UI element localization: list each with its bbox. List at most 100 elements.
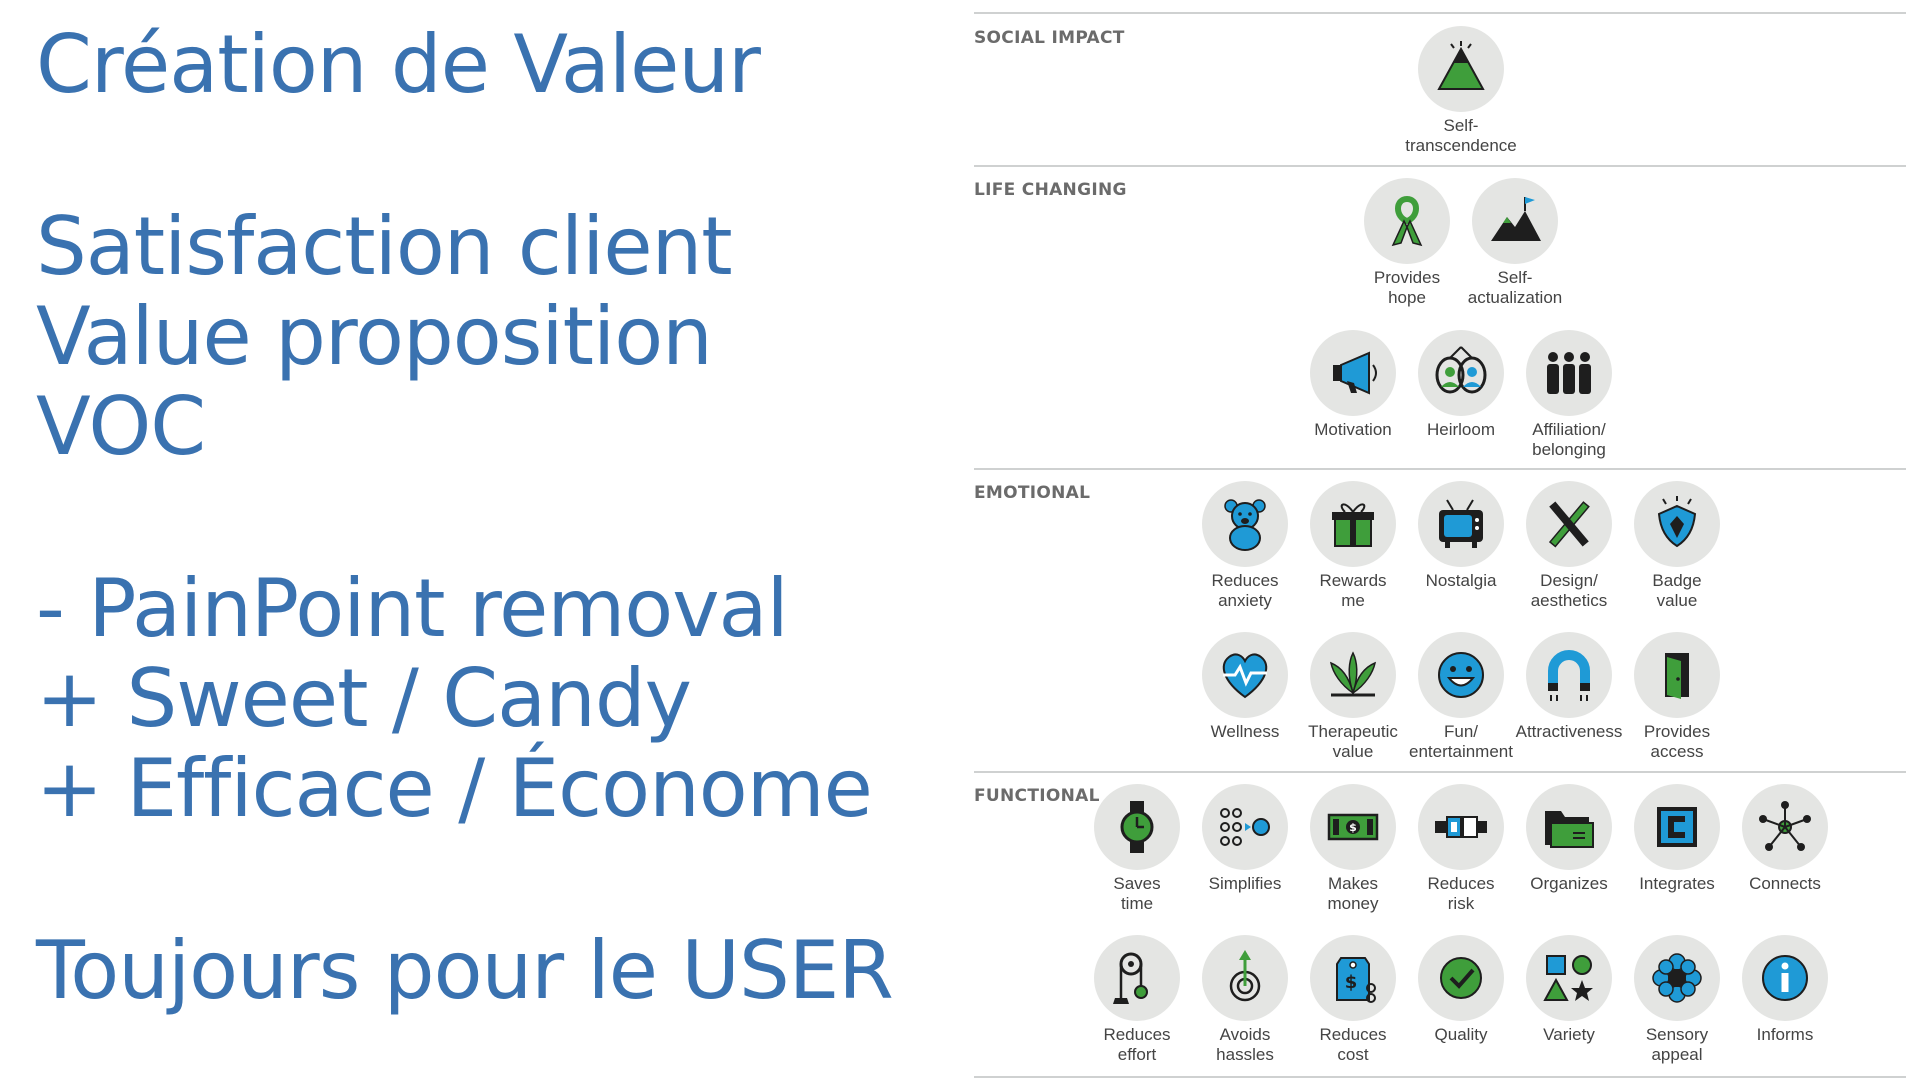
level-label: LIFE CHANGING [974, 180, 1127, 200]
value-element-label: Simplifies [1208, 874, 1282, 893]
svg-text:$: $ [1349, 821, 1357, 834]
heart-pulse-icon [1202, 632, 1288, 718]
value-element: Saves time [1062, 784, 1212, 914]
retro-tv-icon [1418, 481, 1504, 567]
text-line: Satisfaction client [36, 200, 733, 293]
bullet-line: - PainPoint removal [36, 562, 789, 655]
value-element: Nostalgia [1386, 481, 1536, 591]
level-label: SOCIAL IMPACT [974, 28, 1125, 48]
value-element-label: Sensory appeal [1645, 1025, 1709, 1064]
value-element: Quality [1386, 935, 1536, 1045]
pulley-icon [1094, 935, 1180, 1021]
teddy-bear-icon [1202, 481, 1288, 567]
gift-box-icon [1310, 481, 1396, 567]
value-element: Design/ aesthetics [1494, 481, 1644, 611]
value-element-label: Makes money [1327, 874, 1379, 913]
value-element: Attractiveness [1494, 632, 1644, 742]
level-divider [974, 165, 1906, 167]
text-line: Value proposition [36, 290, 713, 383]
value-element-label: Provides access [1643, 722, 1711, 761]
picture-frames-icon [1418, 330, 1504, 416]
value-element-label: Saves time [1113, 874, 1161, 913]
value-element-label: Affiliation/ belonging [1532, 420, 1606, 459]
value-element: Wellness [1170, 632, 1320, 742]
value-element-label: Reduces effort [1103, 1025, 1171, 1064]
value-element: Sensory appeal [1602, 935, 1752, 1065]
value-element: Informs [1710, 935, 1860, 1045]
ribbon-icon [1364, 178, 1450, 264]
smiley-face-icon [1418, 632, 1504, 718]
level-label: FUNCTIONAL [974, 786, 1100, 806]
open-door-icon [1634, 632, 1720, 718]
magnet-icon [1526, 632, 1612, 718]
price-tag-scissors-icon: $ [1310, 935, 1396, 1021]
value-element: Self- actualization [1440, 178, 1590, 308]
mountain-peak-icon [1418, 26, 1504, 112]
value-element: Heirloom [1386, 330, 1536, 440]
seatbelt-buckle-icon [1418, 784, 1504, 870]
value-element-label: Nostalgia [1425, 571, 1497, 590]
value-element: Integrates [1602, 784, 1752, 894]
value-element-label: Provides hope [1373, 268, 1441, 307]
value-element: Reduces risk [1386, 784, 1536, 914]
level-label: EMOTIONAL [974, 483, 1091, 503]
puzzle-c-icon [1634, 784, 1720, 870]
value-element: Therapeutic value [1278, 632, 1428, 762]
value-element: Provides hope [1332, 178, 1482, 308]
bullet-line: + Efficace / Économe [36, 742, 873, 835]
value-element-label: Design/ aesthetics [1530, 571, 1608, 610]
megaphone-icon [1310, 330, 1396, 416]
text-line: VOC [36, 380, 206, 473]
value-element-label: Motivation [1314, 420, 1392, 439]
value-element: Avoids hassles [1170, 935, 1320, 1065]
value-element: Simplifies [1170, 784, 1320, 894]
banknote-icon: $ [1310, 784, 1396, 870]
wristwatch-icon [1094, 784, 1180, 870]
dots-grid-icon [1202, 784, 1288, 870]
bullet-line: + Sweet / Candy [36, 652, 692, 745]
value-element-label: Variety [1543, 1025, 1595, 1044]
group-people-icon [1526, 330, 1612, 416]
value-element: $ Reduces cost [1278, 935, 1428, 1065]
value-element-label: Attractiveness [1515, 722, 1623, 741]
value-element-label: Quality [1434, 1025, 1488, 1044]
value-element-label: Self- actualization [1467, 268, 1563, 307]
network-hub-icon [1742, 784, 1828, 870]
spiral-arrow-icon [1202, 935, 1288, 1021]
left-text-panel: Création de Valeur Satisfaction client V… [36, 20, 956, 1016]
leaf-plant-icon [1310, 632, 1396, 718]
value-element-label: Badge value [1652, 571, 1702, 610]
value-element-label: Self- transcendence [1405, 116, 1517, 155]
level-divider [974, 771, 1906, 773]
value-element: Connects [1710, 784, 1860, 894]
level-divider [974, 468, 1906, 470]
svg-text:$: $ [1345, 972, 1358, 993]
value-element-label: Reduces anxiety [1211, 571, 1279, 610]
value-element: Badge value [1602, 481, 1752, 611]
value-element: Fun/ entertainment [1386, 632, 1536, 762]
value-element-label: Avoids hassles [1216, 1025, 1274, 1064]
value-element-label: Heirloom [1426, 420, 1496, 439]
value-element-label: Informs [1756, 1025, 1814, 1044]
value-element-label: Organizes [1530, 874, 1608, 893]
value-element-label: Integrates [1639, 874, 1715, 893]
footer-line: Toujours pour le USER [36, 924, 894, 1017]
value-element-label: Connects [1749, 874, 1821, 893]
value-element: Variety [1494, 935, 1644, 1045]
value-element-label: Therapeutic value [1308, 722, 1398, 761]
info-icon [1742, 935, 1828, 1021]
value-element: Organizes [1494, 784, 1644, 894]
flower-icon [1634, 935, 1720, 1021]
value-element: Self- transcendence [1386, 26, 1536, 156]
level-divider [974, 12, 1906, 14]
value-element: Reduces effort [1062, 935, 1212, 1065]
value-element: $ Makes money [1278, 784, 1428, 914]
slide-title: Création de Valeur [36, 18, 761, 111]
value-element-label: Fun/ entertainment [1409, 722, 1513, 761]
value-element: Reduces anxiety [1170, 481, 1320, 611]
value-element-label: Rewards me [1319, 571, 1387, 610]
checkmark-circle-icon [1418, 935, 1504, 1021]
value-element-label: Reduces cost [1319, 1025, 1387, 1064]
shield-badge-icon [1634, 481, 1720, 567]
